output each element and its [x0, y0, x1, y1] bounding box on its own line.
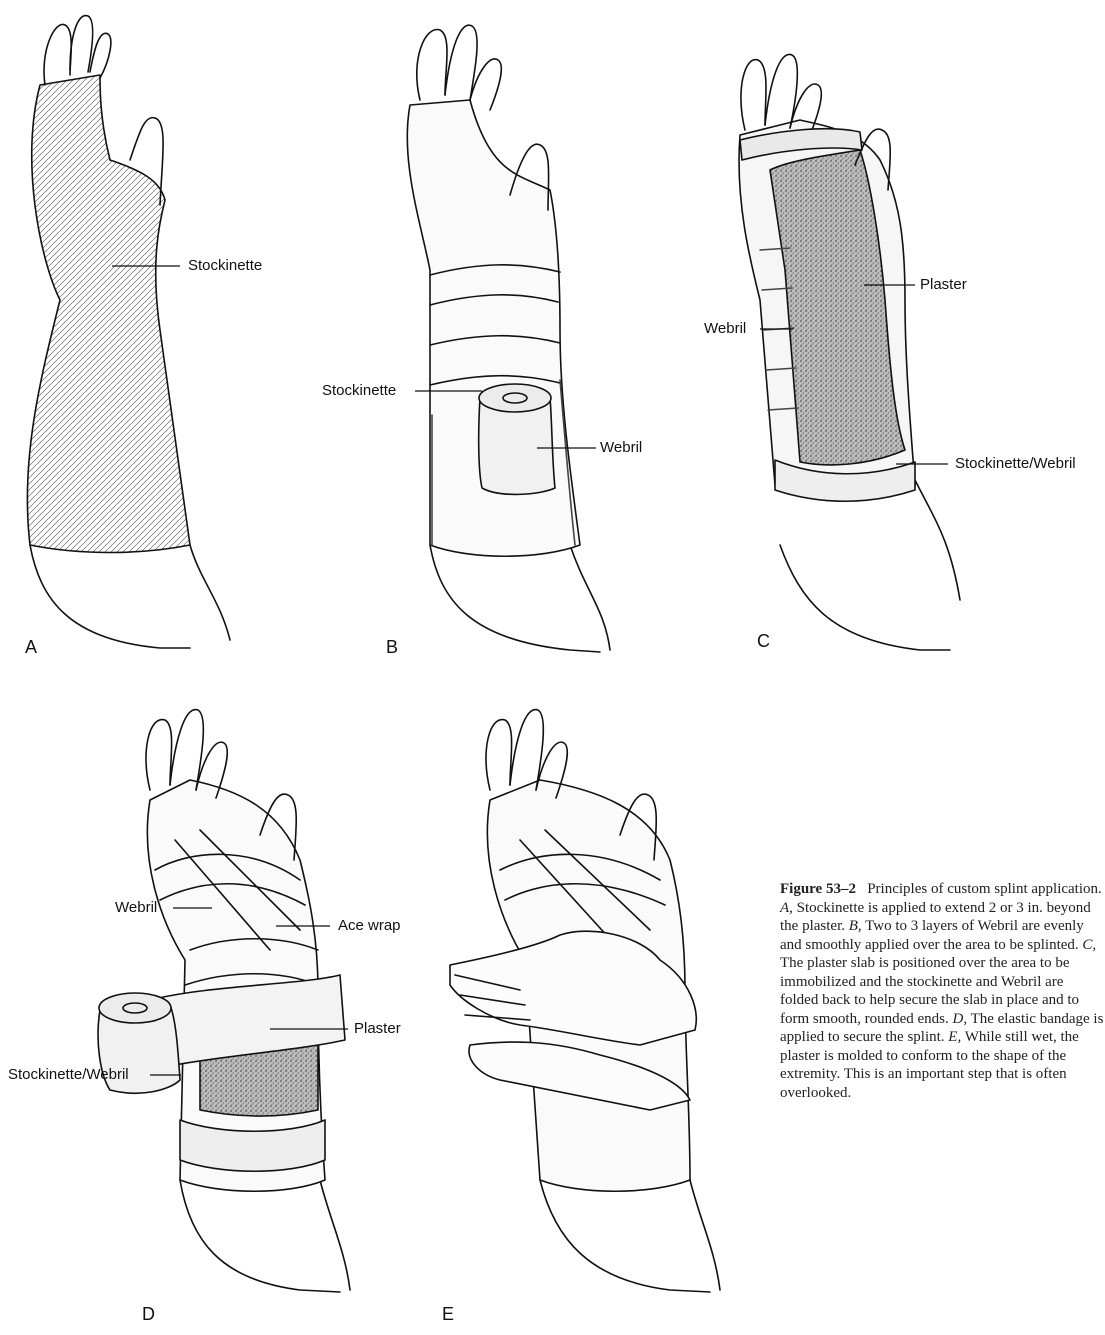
- label-d-ace-wrap: Ace wrap: [338, 918, 401, 933]
- label-c-webril: Webril: [704, 321, 746, 336]
- panel-letter-d: D: [142, 1305, 155, 1323]
- label-a-stockinette: Stockinette: [188, 258, 262, 273]
- label-b-webril: Webril: [600, 440, 642, 455]
- label-d-plaster: Plaster: [354, 1021, 401, 1036]
- caption-d-letter: D,: [952, 1011, 967, 1027]
- caption-c-letter: C,: [1082, 937, 1096, 953]
- panel-e-drawing: [450, 710, 720, 1292]
- figure-number: Figure 53–2: [780, 881, 856, 897]
- panel-b-drawing: [407, 25, 610, 652]
- figure-caption: Figure 53–2 Principles of custom splint …: [780, 880, 1105, 1102]
- label-d-webril: Webril: [115, 900, 157, 915]
- panel-a-drawing: [27, 16, 230, 648]
- label-d-stockinette-webril: Stockinette/Webril: [8, 1067, 129, 1082]
- caption-b-letter: B,: [849, 918, 862, 934]
- caption-title: Principles of custom splint application.: [867, 881, 1102, 897]
- label-c-stockinette-webril: Stockinette/Webril: [955, 456, 1076, 471]
- panel-letter-a: A: [25, 638, 37, 656]
- panel-c-drawing: [739, 54, 960, 650]
- panel-letter-b: B: [386, 638, 398, 656]
- label-b-stockinette: Stockinette: [322, 383, 396, 398]
- caption-a-letter: A,: [780, 900, 793, 916]
- label-c-plaster: Plaster: [920, 277, 967, 292]
- panel-letter-c: C: [757, 632, 770, 650]
- panel-d-drawing: [98, 710, 350, 1292]
- panel-letter-e: E: [442, 1305, 454, 1323]
- caption-e-letter: E,: [948, 1029, 961, 1045]
